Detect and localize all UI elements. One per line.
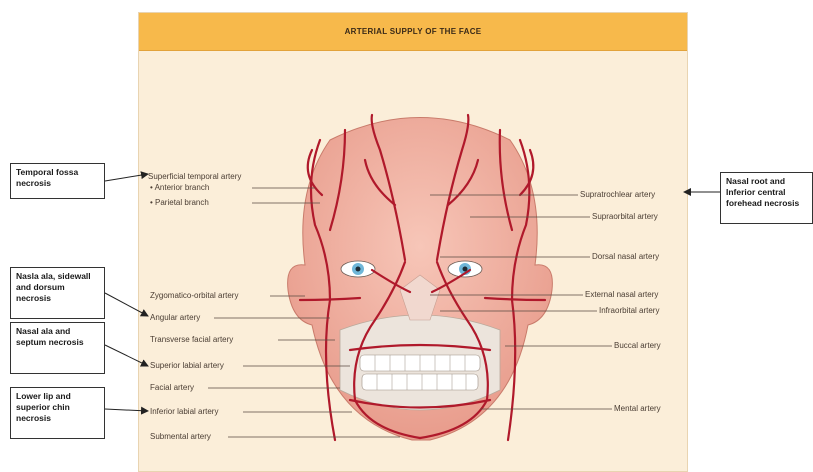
label-submental-artery: Submental artery [150,432,211,442]
callout-lower-lip-chin-necrosis: Lower lip and superior chin necrosis [10,387,105,439]
left-eye [341,261,375,277]
callout-nasal-ala-septum-necrosis: Nasal ala and septum necrosis [10,322,105,374]
label-supratrochlear-artery: Supratrochlear artery [580,190,655,200]
callout-nasal-ala-sidewall-dorsum-necrosis: Nasla ala, sidewall and dorsum necrosis [10,267,105,319]
label-facial-artery: Facial artery [150,383,194,393]
label-transverse-facial-artery: Transverse facial artery [150,335,233,345]
label-supraorbital-artery: Supraorbital artery [592,212,658,222]
label-infraorbital-artery: Infraorbital artery [599,306,659,316]
label-dorsal-nasal-artery: Dorsal nasal artery [592,252,659,262]
label-buccal-artery: Buccal artery [614,341,661,351]
label-anterior-branch: • Anterior branch [150,183,209,193]
label-parietal-branch: • Parietal branch [150,198,209,208]
callout-nasal-root-forehead-necrosis: Nasal root and Inferior central forehead… [720,172,813,224]
label-mental-artery: Mental artery [614,404,661,414]
label-angular-artery: Angular artery [150,313,200,323]
label-external-nasal-artery: External nasal artery [585,290,658,300]
label-superficial-temporal-artery: Superficial temporal artery [148,172,241,182]
label-superior-labial-artery: Superior labial artery [150,361,224,371]
label-inferior-labial-artery: Inferior labial artery [150,407,218,417]
label-zygomatico-orbital-artery: Zygomatico-orbital artery [150,291,238,301]
callout-temporal-fossa-necrosis: Temporal fossa necrosis [10,163,105,199]
right-eye [448,261,482,277]
